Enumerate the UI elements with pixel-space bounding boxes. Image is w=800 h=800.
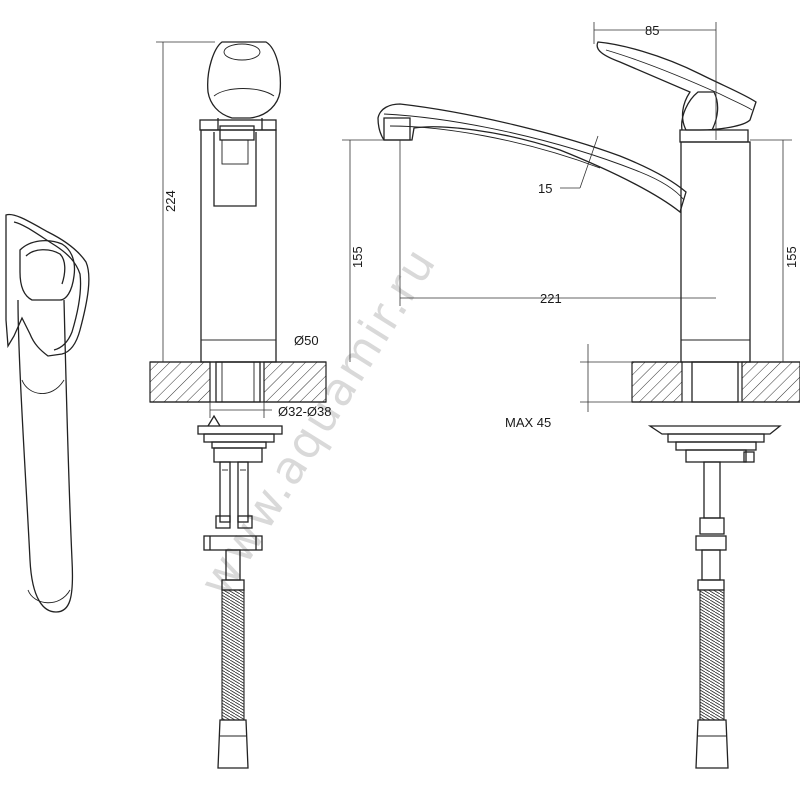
dim-hole-diameter: Ø32-Ø38 bbox=[278, 404, 331, 419]
dim-spout-height-left: 155 bbox=[350, 246, 365, 268]
dim-max-countertop: MAX 45 bbox=[505, 415, 551, 430]
dim-spout-height-right: 155 bbox=[784, 246, 799, 268]
faucet-side-view bbox=[377, 41, 800, 769]
dim-total-height: 224 bbox=[163, 190, 178, 212]
dim-spout-reach: 221 bbox=[540, 291, 562, 306]
dimension-lines bbox=[156, 22, 792, 418]
dim-spout-thickness: 15 bbox=[538, 181, 552, 196]
dim-body-diameter: Ø50 bbox=[294, 333, 319, 348]
dim-lever-length: 85 bbox=[645, 23, 659, 38]
lever-side-profile bbox=[5, 213, 90, 613]
